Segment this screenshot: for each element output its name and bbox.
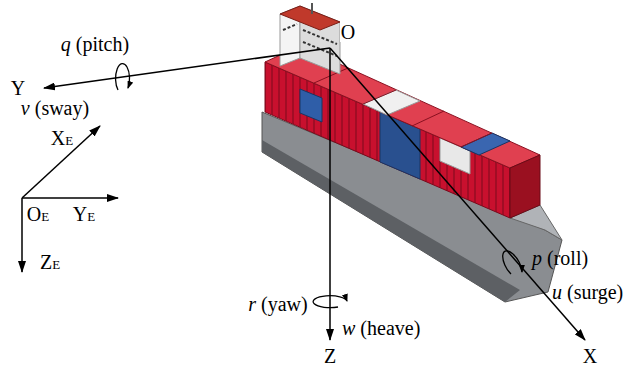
container-blue	[300, 89, 322, 122]
axis-label: OE	[27, 204, 49, 224]
y-axis	[44, 48, 330, 88]
body-axes	[44, 48, 585, 340]
axis-label: Z	[324, 346, 336, 366]
rotation-arrows	[116, 64, 522, 308]
container-top-blue	[461, 133, 510, 155]
container-top	[265, 46, 540, 168]
axis-label: ZE	[40, 252, 60, 272]
roll-arrow	[503, 251, 522, 274]
axis-label: w (heave)	[342, 318, 420, 338]
axis-label: p (roll)	[532, 248, 588, 268]
x-axis	[330, 48, 585, 340]
container-top-white	[363, 90, 420, 115]
axis-label: q (pitch)	[61, 34, 129, 54]
ship-hull	[262, 112, 562, 302]
axis-label: r (yaw)	[248, 294, 307, 314]
axis-label: YE	[73, 204, 95, 224]
axis-label: O	[340, 22, 356, 42]
axis-label: XE	[51, 128, 73, 148]
earth-axes	[22, 126, 118, 272]
mast	[311, 3, 313, 14]
axis-label: X	[583, 346, 597, 366]
yaw-arrow	[313, 296, 347, 308]
axis-label: v (sway)	[21, 98, 89, 118]
axis-label: Y	[11, 78, 25, 98]
bridge-roof	[280, 6, 340, 30]
xe-axis	[22, 126, 100, 198]
ze-axis	[21, 198, 23, 272]
axis-label: u (surge)	[552, 282, 623, 302]
ye-axis	[22, 197, 118, 199]
pitch-arrow	[116, 64, 130, 90]
container-side	[510, 155, 540, 218]
container-bays	[314, 68, 492, 147]
